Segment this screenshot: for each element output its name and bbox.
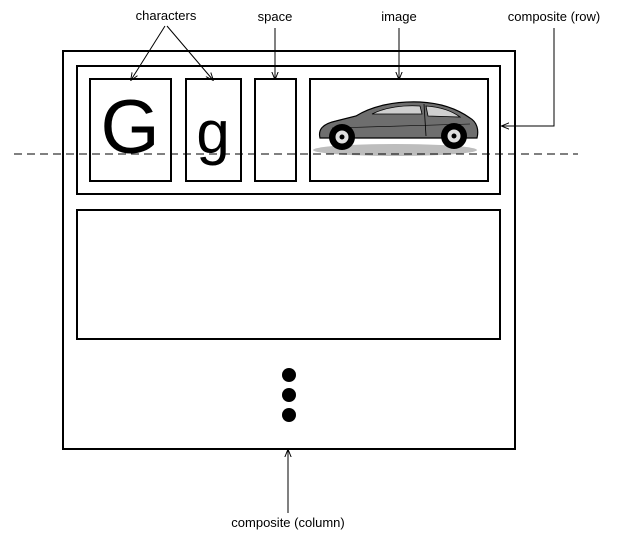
label-space: space: [258, 9, 293, 24]
second-row-box: [76, 209, 501, 340]
composite-row-box: [76, 65, 501, 195]
label-composite-row: composite (row): [508, 9, 600, 24]
label-characters: characters: [136, 8, 197, 23]
car-icon: [313, 101, 479, 156]
label-image: image: [381, 9, 416, 24]
space-box: [254, 78, 297, 182]
arrow-composite-row: [502, 28, 555, 126]
glyph-upper-g: G: [100, 85, 159, 170]
arrow-characters-to-upper: [131, 25, 166, 80]
label-composite-column: composite (column): [231, 515, 344, 530]
composite-column-box: [62, 50, 516, 450]
arrow-characters-to-lower: [166, 25, 213, 80]
continuation-dots: [282, 368, 296, 422]
glyph-lower-g: g: [196, 99, 229, 166]
